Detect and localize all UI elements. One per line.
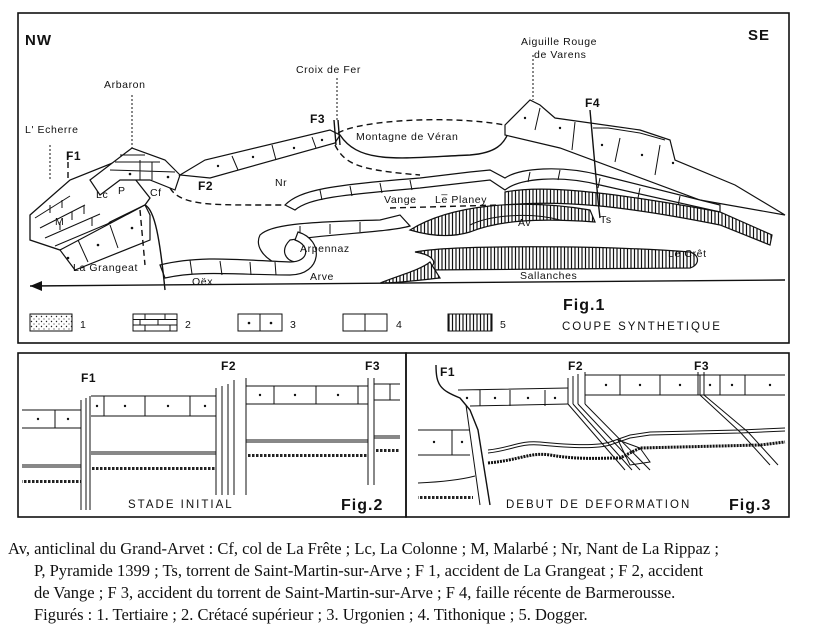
svg-text:5: 5 xyxy=(500,319,506,331)
label-av: Av xyxy=(518,217,531,229)
label-croix-de-fer: Croix de Fer xyxy=(296,64,361,76)
label-p: P xyxy=(118,185,126,197)
label-la-grangeat: La Grangeat xyxy=(73,262,138,274)
fig3-fault-f1: F1 xyxy=(440,365,455,379)
fig1-panel: NW SE xyxy=(17,12,790,344)
label-oex: Oëx xyxy=(192,276,213,288)
label-arpennaz: Arpennaz xyxy=(300,243,350,255)
svg-text:2: 2 xyxy=(185,319,191,331)
caption-line-2: P, Pyramide 1399 ; Ts, torrent de Saint-… xyxy=(34,561,704,580)
fig2-fault-f3: F3 xyxy=(365,359,380,373)
caption-line-3: de Vange ; F 3, accident du torrent de S… xyxy=(34,583,676,602)
svg-text:4: 4 xyxy=(396,319,402,331)
fig1-caption: COUPE SYNTHETIQUE xyxy=(562,321,722,333)
label-lc: Lc xyxy=(96,189,108,201)
label-cf: Cf xyxy=(150,187,162,199)
label-le-planey: Le̅ Planey xyxy=(435,194,487,206)
fig3-fault-f2: F2 xyxy=(568,359,583,373)
arbaron-dome xyxy=(89,147,181,196)
legend-item-1: 1 xyxy=(29,313,86,332)
direction-nw: NW xyxy=(25,32,52,49)
dogger-band-upper xyxy=(504,188,773,246)
legend-item-5: 5 xyxy=(447,313,506,332)
label-le-cret: Le Crêt xyxy=(668,248,707,260)
caption-line-4: Figurés : 1. Tertiaire ; 2. Crétacé supé… xyxy=(34,605,588,624)
figure-plate: NW SE xyxy=(17,12,790,518)
baseline-arrow xyxy=(29,279,786,291)
direction-se: SE xyxy=(748,27,770,44)
fault-f3-trace xyxy=(333,119,341,146)
label-vange: Vange xyxy=(384,194,417,206)
fig2-fault-f2: F2 xyxy=(221,359,236,373)
fault-f1-trace xyxy=(144,204,166,291)
label-echerre: L' Echerre xyxy=(25,124,79,136)
label-f1: F1 xyxy=(66,149,81,163)
fig2-panel: F1 F2 F3 STADE INITIAL Fig.2 xyxy=(17,352,407,518)
arpennaz-fold xyxy=(159,231,317,279)
label-sallanches: Sallanches xyxy=(520,270,577,282)
label-aiguille-line1: Aiguille Rouge xyxy=(521,36,597,48)
label-montagne-de-veran: Montagne de Véran xyxy=(356,131,458,143)
label-m: M xyxy=(55,216,64,228)
fig3-caption: DEBUT DE DEFORMATION xyxy=(506,499,691,511)
fig1-border xyxy=(17,12,790,344)
figure-caption: Av, anticlinal du Grand-Arvet : Cf, col … xyxy=(8,538,808,626)
montagne-de-veran xyxy=(334,119,511,176)
legend-item-3: 3 xyxy=(237,313,296,332)
urgonien-slab-left xyxy=(59,204,151,271)
label-f4: F4 xyxy=(585,96,600,110)
caption-line-1: Av, anticlinal du Grand-Arvet : Cf, col … xyxy=(8,539,719,558)
malarbe-block xyxy=(29,159,151,251)
legend-item-2: 2 xyxy=(132,313,191,332)
fig2-caption: STADE INITIAL xyxy=(128,499,234,511)
fig1-label: Fig.1 xyxy=(563,297,605,314)
label-arve: Arve xyxy=(310,271,334,283)
label-arbaron: Arbaron xyxy=(104,79,146,91)
fig3-panel: F1 F2 F3 DEBUT DE DEFORMATION Fig.3 xyxy=(405,352,790,518)
svg-text:1: 1 xyxy=(80,319,86,331)
dogger-wedge-arve xyxy=(379,261,442,284)
fig3-label: Fig.3 xyxy=(729,497,771,514)
label-f3: F3 xyxy=(310,112,325,126)
fig2-label: Fig.2 xyxy=(341,497,383,514)
tithonique-band-nr xyxy=(283,168,721,213)
slab-croix-de-fer xyxy=(178,129,341,179)
label-nr: Nr xyxy=(275,177,287,189)
label-ts: Ts xyxy=(600,214,612,226)
av-anticline xyxy=(408,203,596,237)
label-f2: F2 xyxy=(198,179,213,193)
fault-f2-trace xyxy=(169,187,285,206)
fig2-fault-f1: F1 xyxy=(81,371,96,385)
legend-item-4: 4 xyxy=(342,313,402,332)
fig3-fault-f3: F3 xyxy=(694,359,709,373)
tithonique-band-vange xyxy=(257,214,412,266)
svg-text:3: 3 xyxy=(290,319,296,331)
dogger-band-lower xyxy=(414,246,699,271)
thrust-trace xyxy=(389,204,501,209)
varens-massif xyxy=(504,99,786,216)
legend: 1 2 3 4 5 xyxy=(29,313,506,332)
fault-f4-trace xyxy=(589,109,601,219)
label-aiguille-line2: de Varens xyxy=(534,49,587,61)
